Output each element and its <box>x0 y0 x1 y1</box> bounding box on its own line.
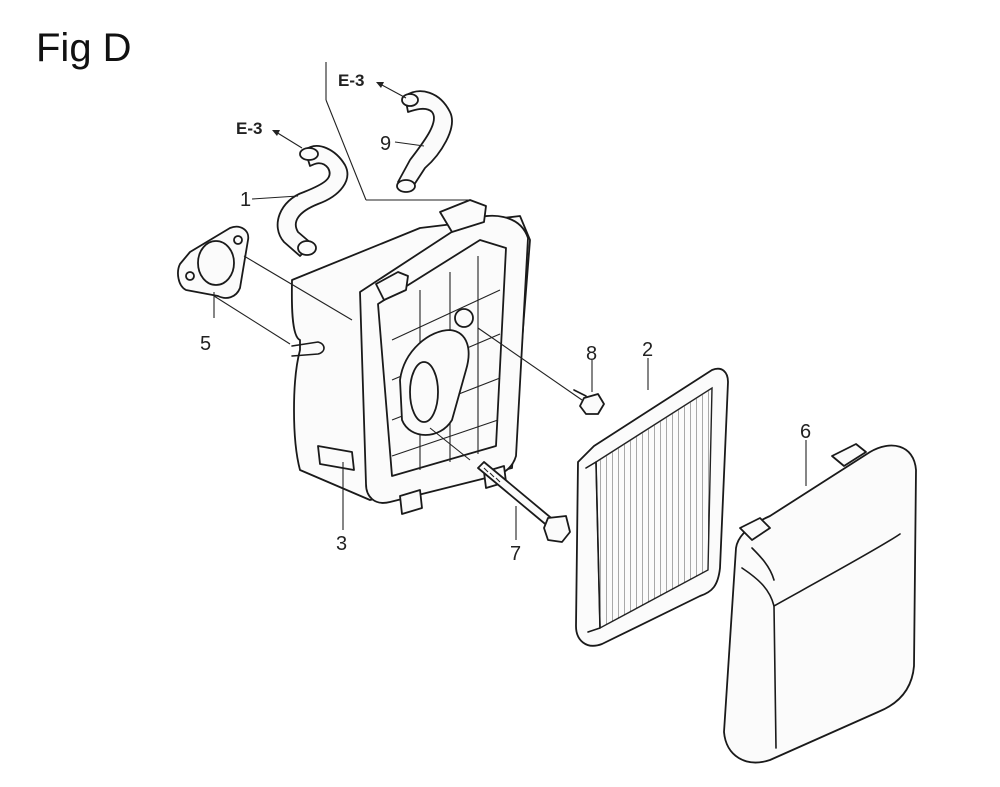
callout-8: 8 <box>586 343 597 365</box>
ref-label-left: E-3 <box>236 119 262 138</box>
hose-1 <box>276 145 349 257</box>
leader-lines <box>213 62 807 540</box>
bolt-7 <box>477 461 571 543</box>
callout-9: 9 <box>380 133 391 155</box>
gasket-5 <box>177 225 250 299</box>
bolt-8 <box>573 389 605 415</box>
ref-label-top: E-3 <box>338 71 364 90</box>
filter-element-2 <box>575 367 729 647</box>
hose-9 <box>396 90 453 193</box>
callout-1: 1 <box>240 189 251 211</box>
reference-arrowheads <box>272 82 384 136</box>
figure-title: Fig D <box>36 26 132 70</box>
callout-5: 5 <box>200 333 211 355</box>
callout-6: 6 <box>800 421 811 443</box>
air-cleaner-case-3 <box>290 199 531 515</box>
callout-7: 7 <box>510 543 521 565</box>
callout-2: 2 <box>642 339 653 361</box>
callout-3: 3 <box>336 533 347 555</box>
cover-6 <box>723 443 917 764</box>
